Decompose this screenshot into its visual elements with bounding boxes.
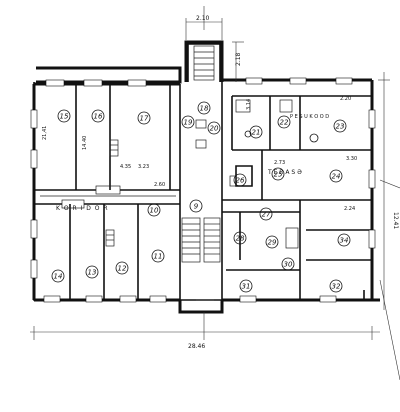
- note-4: 2.20: [340, 96, 351, 102]
- room-number-23: 23: [336, 123, 345, 131]
- room-15-area: 21,41: [42, 126, 48, 140]
- dim-top: 2.10: [196, 15, 210, 22]
- room-circle-21: [249, 125, 263, 139]
- room-number-25: 25: [274, 171, 283, 179]
- fixtures: [105, 99, 319, 249]
- room-number-28: 28: [236, 235, 245, 243]
- room-circle-15: [57, 109, 71, 123]
- room-number-13: 13: [88, 269, 97, 277]
- room-16-area: 14.40: [82, 136, 88, 150]
- dim-stair: 2.18: [235, 52, 242, 66]
- room-circle-20: [207, 121, 221, 135]
- windows: [30, 77, 376, 303]
- room-number-30: 30: [284, 261, 293, 269]
- room-circle-22: [277, 115, 291, 129]
- room-number-26: 26: [236, 177, 245, 185]
- room-circle-28: [233, 231, 247, 245]
- room-circle-12: [115, 261, 129, 275]
- room-circle-26: [233, 173, 247, 187]
- room-number-27: 27: [262, 211, 271, 219]
- note-3: 2.73: [274, 160, 285, 166]
- room-number-11: 11: [154, 253, 163, 261]
- room-number-19: 19: [184, 119, 193, 127]
- room-circle-14: [51, 269, 65, 283]
- room-circle-32: [329, 279, 343, 293]
- note-6: 2.60: [154, 182, 165, 188]
- room-number-32: 32: [332, 283, 341, 291]
- room-number-15: 15: [60, 113, 69, 121]
- room-circle-29: [265, 235, 279, 249]
- dim-right: 12.41: [392, 212, 399, 229]
- room-number-17: 17: [140, 115, 149, 123]
- dimension-lines: [30, 6, 400, 381]
- room-number-31: 31: [242, 283, 251, 291]
- room-circle-19: [181, 115, 195, 129]
- note-5: 3.30: [346, 156, 357, 162]
- room-circle-30: [281, 257, 295, 271]
- room-number-21: 21: [252, 129, 261, 137]
- room-number-29: 29: [268, 239, 277, 247]
- note-7: 2.24: [344, 206, 355, 212]
- room-circle-10: [147, 203, 161, 217]
- room-circle-9: [189, 199, 203, 213]
- room-number-16: 16: [94, 113, 103, 121]
- room-circle-25: [271, 167, 285, 181]
- corridor-details: [40, 185, 176, 209]
- dim-bottom: 28.46: [188, 343, 205, 350]
- room-circle-13: [85, 265, 99, 279]
- room-number-12: 12: [118, 265, 127, 273]
- terrace-label: T E R A S Ə: [267, 169, 302, 176]
- room-circle-27: [259, 207, 273, 221]
- room-number-34: 34: [340, 237, 349, 245]
- room-number-10: 10: [150, 207, 159, 215]
- note-2: 3.14: [246, 99, 252, 110]
- room-markers: 15 16 17 18 19 20 21 22 23 24 25 26 27 28 29 30 31 32 34 10…: [51, 101, 351, 293]
- room-number-20: 20: [210, 125, 219, 133]
- room-circle-23: [333, 119, 347, 133]
- room-number-14: 14: [54, 273, 63, 281]
- stairs-top: [193, 45, 215, 81]
- room-circle-11: [151, 249, 165, 263]
- room-number-18: 18: [200, 105, 209, 113]
- note-1: 4.35: [120, 164, 131, 170]
- room-circle-24: [329, 169, 343, 183]
- room-circle-34: [337, 233, 351, 247]
- stairs-main: [181, 217, 221, 263]
- room-number-22: 22: [280, 119, 289, 127]
- room-circle-16: [91, 109, 105, 123]
- room-17-area: 3.23: [138, 164, 149, 170]
- room-circle-31: [239, 279, 253, 293]
- room-circle-18: [197, 101, 211, 115]
- corridor-label: K O R I D O R: [56, 205, 109, 212]
- room-circle-17: [137, 111, 151, 125]
- pesuk-label: P E S U K O O D: [290, 114, 329, 120]
- room-number-24: 24: [332, 173, 341, 181]
- room-number-9: 9: [194, 203, 199, 211]
